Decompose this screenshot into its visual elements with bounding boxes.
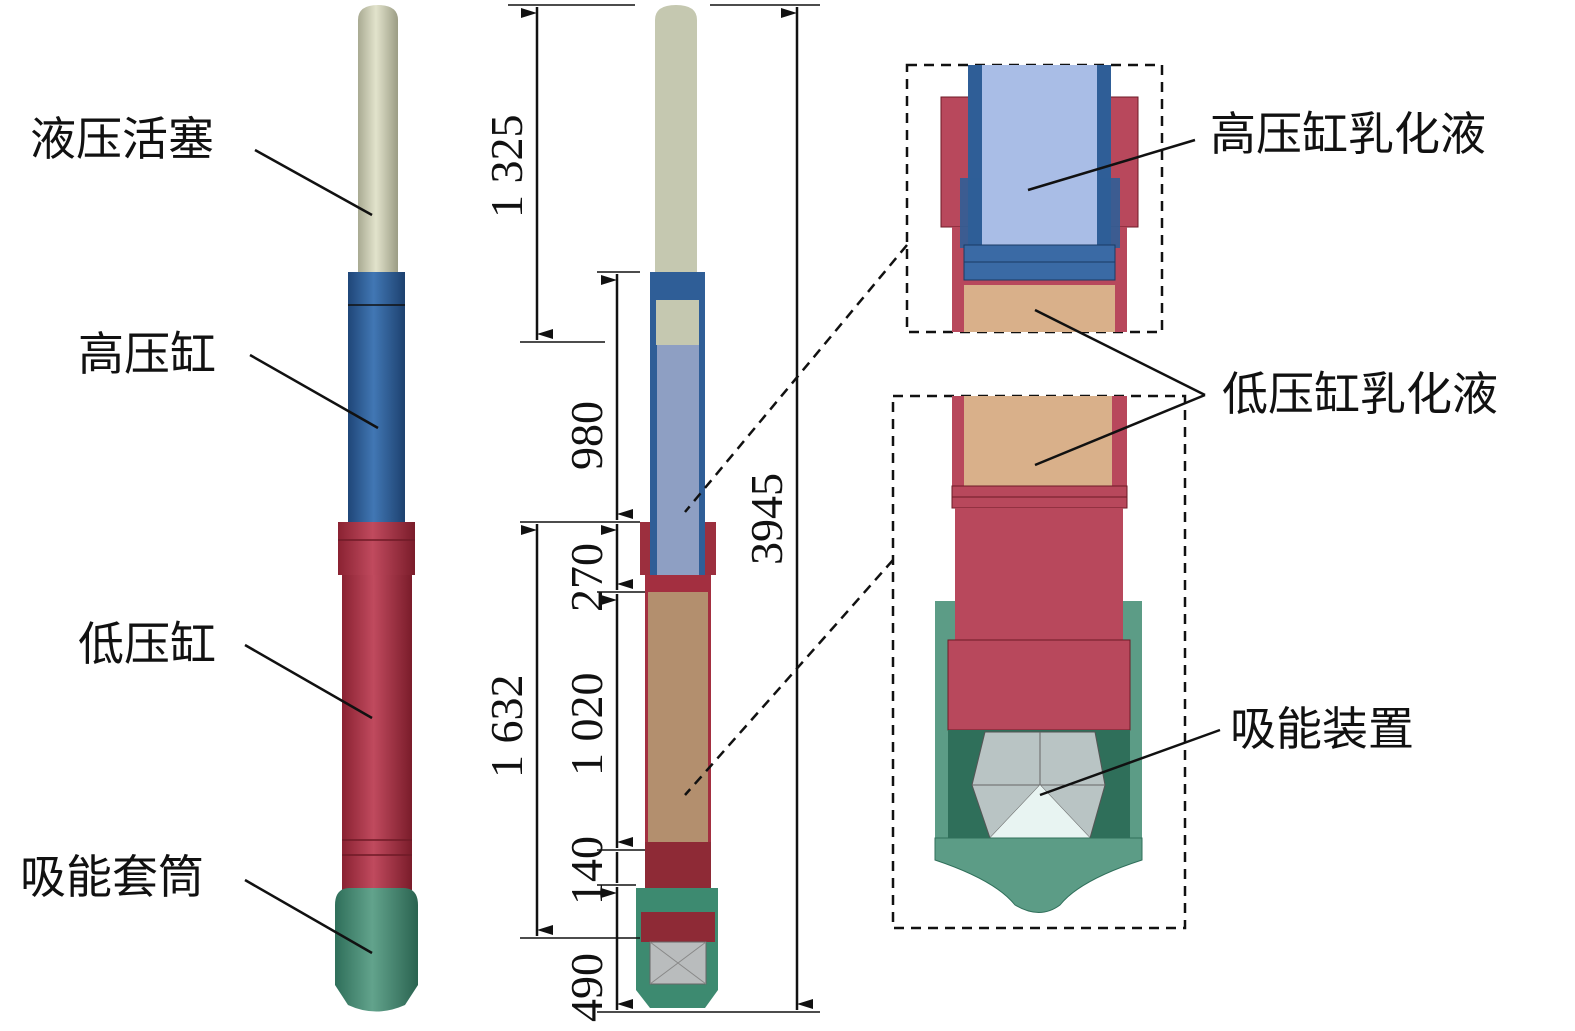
energy-absorbing-sleeve xyxy=(335,888,418,985)
dim-3945: 3945 xyxy=(741,473,792,565)
detail-low-pressure xyxy=(891,394,1187,930)
dim-1325: 1 325 xyxy=(481,115,532,219)
dim-1020: 1 020 xyxy=(561,673,612,777)
low-cylinder-collar xyxy=(338,522,415,575)
high-pressure-cylinder xyxy=(348,272,405,522)
dim-980: 980 xyxy=(561,401,612,470)
low-pressure-cylinder xyxy=(342,575,412,890)
piston-rod xyxy=(358,5,398,272)
dim-1632: 1 632 xyxy=(481,675,532,779)
dim-140: 140 xyxy=(561,836,612,905)
label-high-fluid: 高压缸乳化液 xyxy=(1210,107,1486,161)
detail-connector-1 xyxy=(684,244,908,513)
prop-section-view xyxy=(636,5,718,1008)
label-high-cylinder: 高压缸 xyxy=(78,327,216,381)
label-piston: 液压活塞 xyxy=(30,112,214,166)
dimension-lines: 1 325 980 270 1 020 140 490 1 632 3945 xyxy=(481,4,820,1022)
labels: 液压活塞 高压缸 低压缸 吸能套筒 高压缸乳化液 低压缸乳化液 吸能装置 xyxy=(20,107,1498,955)
label-low-cylinder: 低压缸 xyxy=(78,617,216,671)
detail-high-pressure xyxy=(905,63,1164,334)
detail-connector-2 xyxy=(684,559,894,796)
label-absorber: 吸能装置 xyxy=(1230,702,1414,756)
label-sleeve: 吸能套筒 xyxy=(20,850,204,904)
dim-490: 490 xyxy=(561,953,612,1022)
prop-3d-view xyxy=(335,5,418,1012)
label-low-fluid: 低压缸乳化液 xyxy=(1222,367,1498,421)
dim-270: 270 xyxy=(561,543,612,612)
